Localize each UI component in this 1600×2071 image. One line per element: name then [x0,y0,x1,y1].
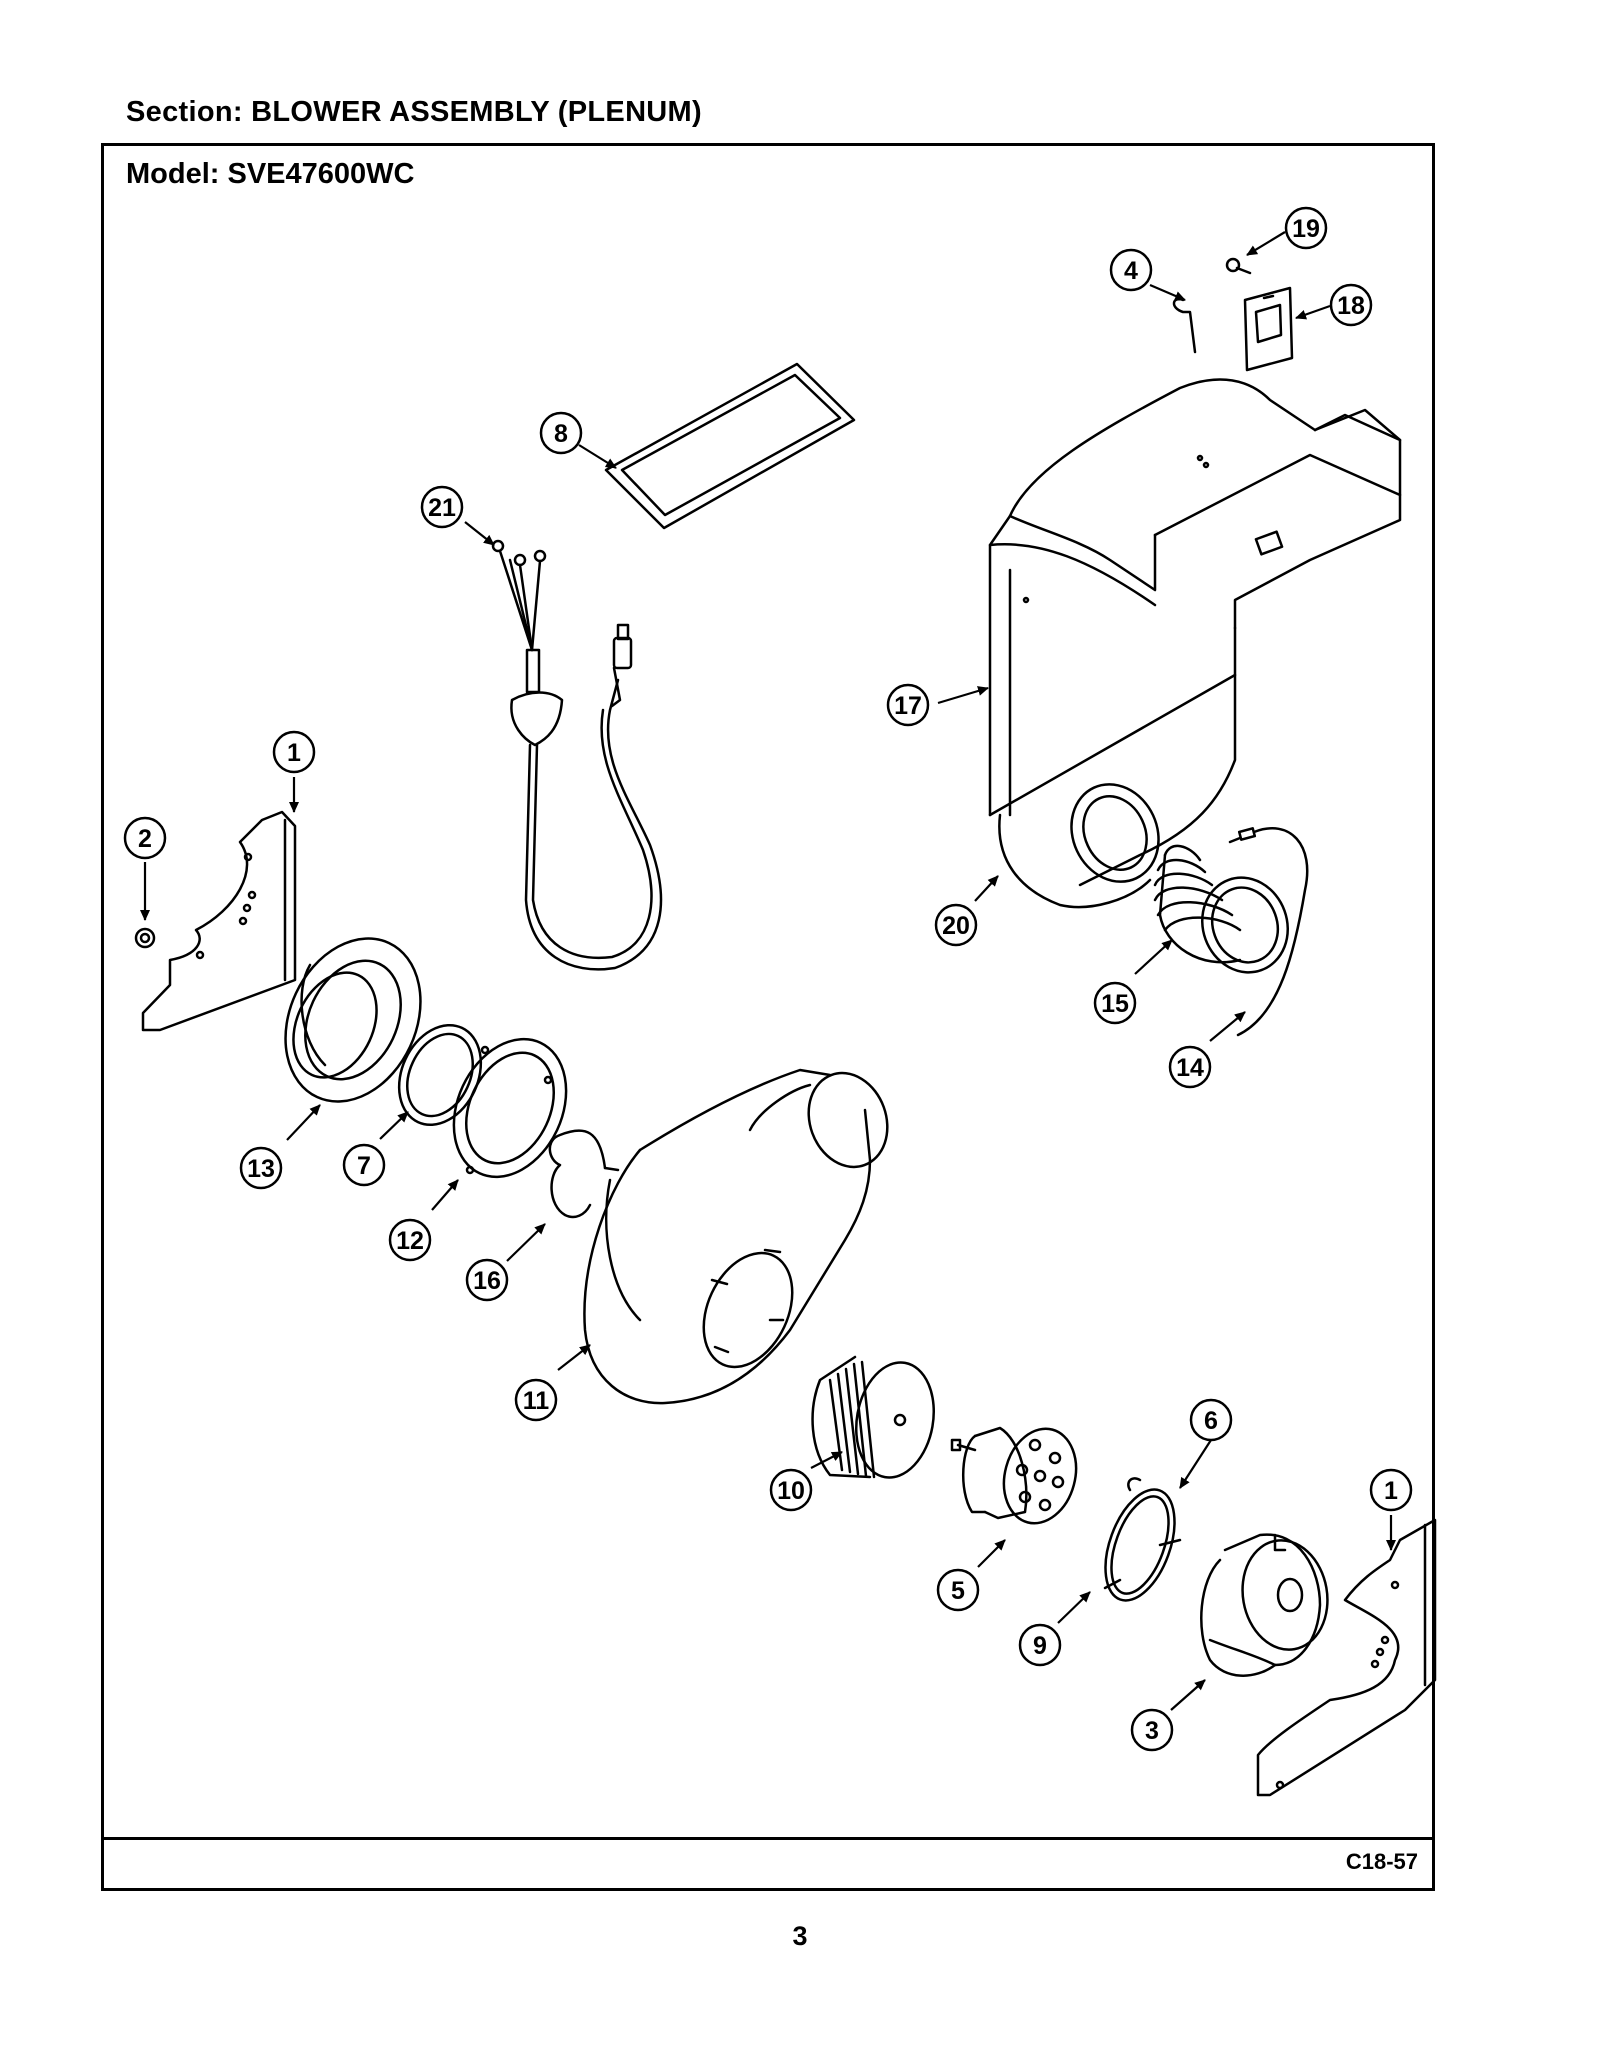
model-title: Model: SVE47600WC [126,158,415,190]
callout-1-right: 1 [1369,1468,1413,1512]
callout-16: 16 [465,1258,509,1302]
callout-1-left: 1 [272,730,316,774]
svg-text:9: 9 [1033,1632,1047,1660]
svg-text:18: 18 [1337,292,1365,320]
svg-text:16: 16 [473,1267,501,1295]
callout-21: 21 [420,485,464,529]
svg-text:3: 3 [1145,1717,1159,1745]
part-13-flange [284,937,422,1103]
svg-text:11: 11 [523,1387,550,1415]
callout-10: 10 [769,1468,813,1512]
part-11-blower-housing [583,1068,889,1405]
callout-19: 19 [1284,206,1328,250]
svg-text:17: 17 [894,692,922,720]
callout-4: 4 [1109,248,1153,292]
part-3-motor-housing [1200,1533,1329,1677]
svg-text:2: 2 [138,825,152,853]
svg-text:1: 1 [1384,1477,1398,1505]
callout-2: 2 [123,816,167,860]
part-2-grommet [134,927,156,949]
part-1-left-plate [141,810,297,1032]
callout-5: 5 [936,1568,980,1612]
callout-6: 6 [1189,1398,1233,1442]
svg-text:19: 19 [1292,215,1320,243]
svg-text:5: 5 [951,1577,965,1605]
callout-8: 8 [539,411,583,455]
part-1-right-plate [1256,1518,1437,1797]
diagram-code: C18-57 [1345,1849,1418,1874]
svg-text:21: 21 [428,494,456,522]
part-19-screw [1225,257,1252,275]
part-18-bracket [1243,286,1294,372]
callout-18: 18 [1329,283,1373,327]
part-14-wire [1228,827,1309,1037]
svg-text:20: 20 [942,912,970,940]
part-4-hook [1172,297,1197,354]
callout-3: 3 [1130,1708,1174,1752]
callout-9: 9 [1018,1623,1062,1667]
page-number: 3 [792,1921,808,1951]
callout-11: 11 [514,1378,558,1422]
section-title: Section: BLOWER ASSEMBLY (PLENUM) [126,96,702,128]
part-8-filter [604,362,856,530]
callout-20: 20 [934,903,978,947]
callout-17: 17 [886,683,930,727]
callout-7: 7 [342,1143,386,1187]
part-10-blower-wheel [811,1355,936,1479]
svg-text:4: 4 [1124,257,1138,285]
diagram-frame [101,143,1435,1891]
part-6-motor-mount [1103,1477,1182,1602]
leader-lines [140,231,1396,1711]
part-5-motor [950,1426,1078,1525]
svg-text:7: 7 [357,1152,371,1180]
part-16-clamp [548,1129,620,1219]
part-21-harness [491,539,663,971]
svg-text:1: 1 [287,739,301,767]
svg-text:14: 14 [1176,1054,1204,1082]
footer-divider [101,1837,1435,1840]
callout-14: 14 [1168,1045,1212,1089]
svg-text:13: 13 [247,1155,275,1183]
callout-labels: 19 4 18 8 21 17 1 2 20 15 14 13 7 12 16 … [123,206,1413,1752]
svg-text:8: 8 [554,420,568,448]
svg-text:10: 10 [777,1477,805,1505]
svg-text:15: 15 [1101,990,1129,1018]
part-12-ring [452,1037,568,1179]
callout-15: 15 [1093,981,1137,1025]
svg-text:12: 12 [396,1227,424,1255]
svg-text:6: 6 [1204,1407,1218,1435]
part-15-hose [1153,844,1289,974]
callout-13: 13 [239,1146,283,1190]
part-17-plenum [988,378,1402,909]
callout-12: 12 [388,1218,432,1262]
